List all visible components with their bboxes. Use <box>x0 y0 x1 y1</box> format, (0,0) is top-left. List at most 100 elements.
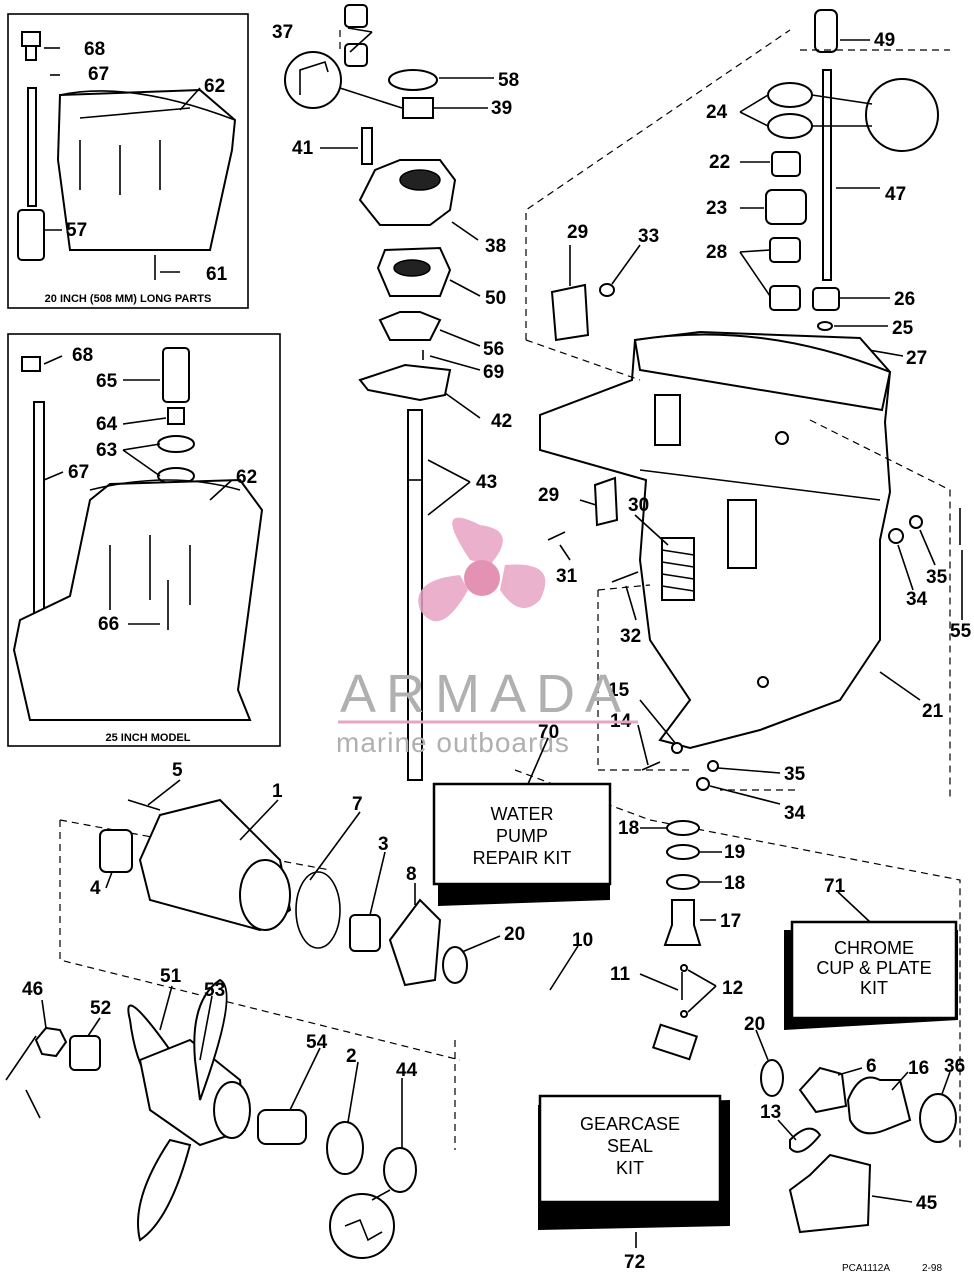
screw-icon <box>361 127 373 165</box>
kit-label-line2: SEAL <box>607 1136 653 1156</box>
callout-42: 42 <box>491 411 512 432</box>
reference-date: 2-98 <box>922 1263 942 1274</box>
kit-label-line3: REPAIR KIT <box>473 848 572 868</box>
callout-33: 33 <box>638 226 659 247</box>
callout-57: 57 <box>66 220 87 241</box>
callout-64: 64 <box>96 414 118 435</box>
clutch-dog-icon <box>798 1066 848 1114</box>
callout-1: 1 <box>272 781 283 802</box>
callout-20: 20 <box>744 1014 765 1035</box>
seal-icon <box>383 1147 417 1193</box>
plate-icon <box>358 363 452 402</box>
callout-27: 27 <box>906 348 927 369</box>
propeller-logo-icon <box>418 517 546 622</box>
callout-50: 50 <box>485 288 506 309</box>
callout-32: 32 <box>620 626 641 647</box>
callout-15: 15 <box>608 680 630 701</box>
seal-icon <box>157 435 195 453</box>
callout-20: 20 <box>504 924 525 945</box>
shift-rod-connector-icon <box>21 356 41 372</box>
thrust-washer-icon <box>442 946 468 984</box>
kit-label-line3: KIT <box>616 1158 644 1178</box>
washer-icon <box>817 321 833 331</box>
callout-16: 36 <box>944 1056 965 1077</box>
callout-23: 23 <box>706 198 727 219</box>
o-ring-icon <box>388 69 438 91</box>
callout-54: 2 <box>346 1046 357 1067</box>
exhaust-housing-icon <box>56 88 237 251</box>
assembly-guides <box>59 29 961 1150</box>
callout-65: 65 <box>96 371 118 392</box>
callout-30: 30 <box>628 495 649 516</box>
callout-7: 7 <box>352 794 363 815</box>
anode-icon <box>593 476 619 527</box>
callout-19: 19 <box>724 842 745 863</box>
reverse-gear-icon <box>846 1076 912 1135</box>
callout-17: 17 <box>720 911 741 932</box>
callout-8: 8 <box>406 864 417 885</box>
reference-code: PCA1112A <box>842 1263 890 1274</box>
callout-53: 54 <box>306 1032 328 1053</box>
grommet-icon <box>344 4 368 28</box>
kit-label-line1: CHROME <box>834 938 914 958</box>
callout-72: 72 <box>624 1252 645 1273</box>
callout-21: 21 <box>922 701 944 722</box>
impeller-icon <box>378 311 442 341</box>
shift-lever-icon <box>814 9 838 53</box>
inset-20-caption: 20 INCH (508 MM) LONG PARTS <box>45 293 212 305</box>
callout-68: 68 <box>72 345 93 366</box>
callout-61: 61 <box>206 264 228 285</box>
callout-51: 53 <box>204 980 225 1001</box>
callout-34: 34 <box>784 803 806 824</box>
thrust-bearing-icon <box>666 844 700 860</box>
callout-67: 67 <box>88 64 109 85</box>
callout-37: 37 <box>272 22 293 43</box>
tube-icon <box>162 347 190 403</box>
callout-29: 29 <box>567 222 588 243</box>
kit-label-line3: KIT <box>860 978 888 998</box>
watermark-tagline: marine outboards <box>336 727 570 758</box>
callout-34: 34 <box>906 589 928 610</box>
inset-25-inch: 68 65 64 63 67 62 66 25 INCH MODEL <box>7 333 281 747</box>
prop-nut-icon <box>34 1026 68 1058</box>
callout-22: 22 <box>709 152 730 173</box>
propeller-icon <box>127 978 251 1242</box>
nut-icon <box>599 283 615 297</box>
bushing-icon <box>771 151 801 177</box>
spacer-tube-icon <box>17 209 45 261</box>
retainer-clip-icon <box>789 1127 822 1153</box>
callout-6: 16 <box>908 1058 929 1079</box>
callout-5: 5 <box>172 760 183 781</box>
inset-25-caption: 25 INCH MODEL <box>106 732 191 744</box>
callout-3: 3 <box>378 834 389 855</box>
callout-43: 43 <box>476 472 497 493</box>
shift-rod-icon <box>27 87 37 207</box>
callout-67: 67 <box>68 462 89 483</box>
pinion-gear-icon <box>663 899 702 946</box>
kit-label-line2: CUP & PLATE <box>816 958 931 978</box>
kit-label-line2: PUMP <box>496 826 548 846</box>
gearcase-seal-kit: GEARCASE SEAL KIT 72 <box>538 1094 730 1273</box>
callout-55: 55 <box>950 621 972 642</box>
callout-24: 24 <box>706 102 728 123</box>
shift-rod-connector-icon <box>21 31 41 61</box>
bearing-carrier-group: 5 1 7 3 4 8 20 10 <box>90 760 757 1069</box>
reverse-gear-group: 20 6 16 36 13 45 <box>744 1014 965 1234</box>
grommet-icon <box>344 43 368 67</box>
shift-cradle-icon <box>788 1153 872 1234</box>
callout-68: 68 <box>84 39 105 60</box>
thrust-washer-icon <box>666 874 700 890</box>
callout-26: 26 <box>894 289 915 310</box>
callout-70: 70 <box>538 722 559 743</box>
callout-58: 58 <box>498 70 519 91</box>
callout-41: 41 <box>292 138 314 159</box>
grommet-icon <box>167 407 185 425</box>
kit-label-line1: GEARCASE <box>580 1114 680 1134</box>
callout-18: 18 <box>618 818 639 839</box>
thrust-washer-icon <box>760 1059 784 1097</box>
callout-56: 56 <box>483 339 504 360</box>
callout-47: 47 <box>885 184 906 205</box>
upper-right-parts: 49 24 22 47 23 29 33 28 26 25 27 <box>550 9 939 369</box>
seal-icon <box>402 97 434 119</box>
propeller-group: 46 52 51 53 54 2 44 <box>5 966 418 1259</box>
